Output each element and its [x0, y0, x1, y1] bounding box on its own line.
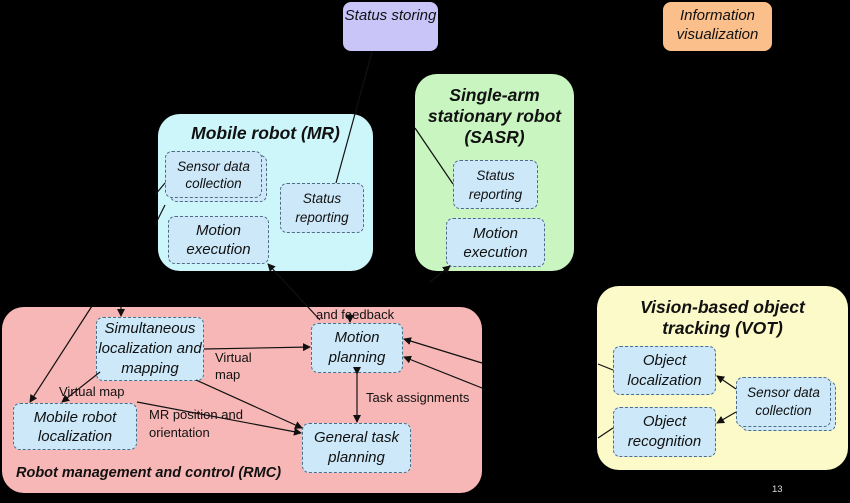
mr-sensor-incoming-line-1 — [154, 182, 166, 196]
sasr-status-reporting-label: Status reporting — [468, 167, 523, 202]
vot-sensor-data-collection-node: Sensor data collection — [736, 377, 831, 427]
slam-to-task-planning-arrow — [195, 379, 303, 429]
sasr-motion-execution-label: Motion execution — [463, 224, 528, 261]
slam-node: Simultaneous localization and mapping — [96, 317, 204, 381]
general-task-planning-label: General task planning — [313, 429, 400, 466]
information-visualization-label: Information visualization — [676, 7, 759, 43]
mr-sensor-incoming-line-2 — [154, 204, 166, 226]
information-visualization-legend: Information visualization — [663, 2, 772, 51]
mr-sensor-data-collection-node: Sensor data collection — [165, 151, 262, 198]
mr-sensor-data-collection-label: Sensor data collection — [177, 158, 250, 191]
rmc-title: Robot management and control (RMC) — [16, 465, 282, 481]
sasr-status-reporting-line — [414, 127, 454, 185]
mr-motion-feedback-arrow — [267, 263, 321, 321]
slam-to-localization-arrow — [61, 371, 101, 403]
vot-sensor-to-recognition-arrow — [716, 411, 737, 424]
mobile-robot-title: Mobile robot (MR) — [191, 123, 340, 143]
object-recognition-label: Object recognition — [627, 413, 702, 450]
mr-localization-label: Mobile robot localization — [33, 408, 117, 445]
edge-label-mr-pose: MR position and orientation — [149, 407, 243, 440]
mr-status-to-storage-line — [335, 51, 373, 184]
mr-status-reporting-node: Status reporting — [280, 183, 364, 233]
object-localization-label: Object localization — [627, 351, 702, 389]
vot-sensor-to-localization-arrow — [716, 375, 737, 390]
vot-sensor-data-collection-label: Sensor data collection — [747, 385, 820, 418]
general-task-planning-node: General task planning — [302, 423, 411, 473]
edge-label-feedback: and feedback — [316, 307, 395, 322]
vot-localization-output-line — [597, 363, 614, 371]
slam-label: Simultaneous localization and mapping — [98, 320, 202, 377]
sasr-motion-command-arrow — [429, 265, 451, 283]
vot-to-motion-planning-arrow-2 — [403, 355, 483, 389]
localization-input-arrow — [29, 305, 93, 403]
motion-planning-label: Motion planning — [328, 329, 386, 366]
slam-to-motion-planning-arrow — [203, 343, 311, 352]
vot-to-motion-planning-arrow-1 — [403, 337, 483, 364]
sasr-motion-execution-node: Motion execution — [446, 218, 545, 267]
edge-label-virtual-map-2: Virtual map — [59, 384, 125, 399]
object-recognition-node: Object recognition — [613, 407, 716, 457]
vot-title: Vision-based object tracking (VOT) — [640, 297, 805, 338]
status-storing-legend: Status storing — [343, 2, 438, 51]
mr-localization-node: Mobile robot localization — [13, 403, 137, 450]
edge-label-virtual-map-1: Virtual map — [215, 350, 252, 382]
sasr-title: Single-arm stationary robot (SASR) — [427, 85, 562, 147]
vot-recognition-output-line — [597, 427, 614, 439]
edge-label-task-assignments: Task assignments — [366, 390, 470, 405]
mr-motion-execution-label: Motion execution — [186, 222, 251, 258]
page-number: 13 — [772, 484, 783, 495]
status-storing-label: Status storing — [344, 7, 437, 24]
object-localization-node: Object localization — [613, 346, 716, 395]
sasr-status-reporting-node: Status reporting — [453, 160, 538, 209]
localization-to-task-planning-arrow — [136, 401, 302, 436]
mr-status-reporting-label: Status reporting — [295, 191, 349, 225]
mr-motion-execution-node: Motion execution — [168, 216, 269, 264]
